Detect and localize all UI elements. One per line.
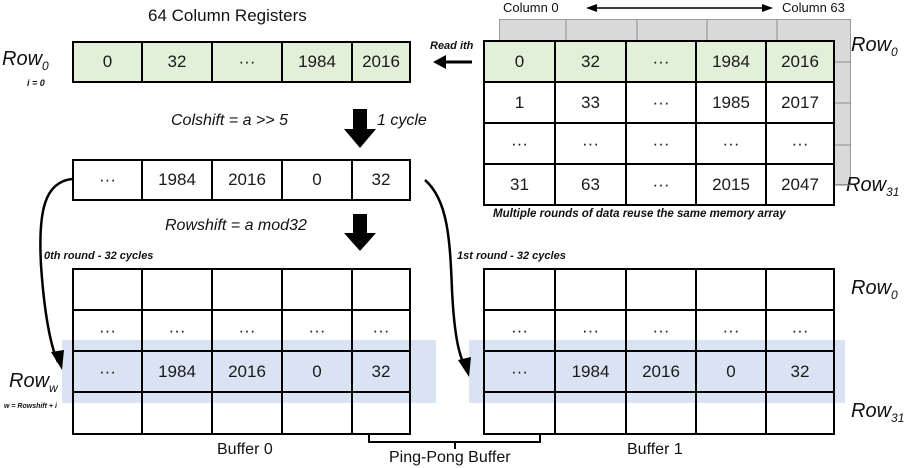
- buffer1-row31-label: Row31: [851, 400, 904, 425]
- memory-cell: 1985: [695, 81, 767, 124]
- shifted-cell: 1984: [141, 159, 213, 201]
- round1-curved-arrow-icon: [424, 179, 471, 377]
- rowshift-label: Rowshift = a mod32: [165, 217, 307, 234]
- row-label-sub: w: [49, 381, 58, 395]
- memory-cell: 31: [483, 163, 556, 206]
- memory-array-caption: Multiple rounds of data reuse the same m…: [493, 208, 786, 220]
- read-left-arrow-icon: [433, 55, 472, 69]
- memory-cell: 33: [554, 81, 627, 124]
- column-end-label: Column 63: [782, 0, 845, 15]
- round0-curved-arrow-icon: [39, 177, 73, 370]
- row-label-sub: 0: [891, 288, 898, 302]
- buffer1-round-label: 1st round - 32 cycles: [457, 250, 566, 262]
- row-label-text: Row: [851, 34, 892, 56]
- registers-row-label: Row0: [2, 48, 49, 73]
- memory-cell: ···: [625, 81, 697, 124]
- colshift-down-arrow-icon: [344, 109, 376, 148]
- row-label-sub: 0: [42, 59, 49, 73]
- register-cell: 1984: [281, 41, 353, 83]
- buffer1-cell: [765, 391, 835, 435]
- memory-array: 0 32 ··· 1984 2016 1 33 ··· 1985 2017 ··…: [483, 40, 835, 206]
- memory-row0-label: Row0: [851, 34, 898, 59]
- row-label-sub: 31: [886, 185, 900, 199]
- column-registers-title: 64 Column Registers: [148, 6, 307, 25]
- register-cell: 32: [141, 41, 213, 83]
- column-start-label: Column 0: [503, 0, 559, 15]
- memory-cell: 63: [554, 163, 627, 206]
- buffer1-row0-label: Row0: [851, 277, 898, 302]
- memory-cell: ···: [625, 163, 697, 206]
- rowshift-down-arrow-icon: [344, 214, 376, 251]
- shifted-register-row: ··· 1984 2016 0 32: [72, 159, 411, 201]
- ping-pong-bracket: [368, 435, 541, 449]
- buffer0-name: Buffer 0: [217, 441, 273, 458]
- column-registers-row: 0 32 ··· 1984 2016: [72, 41, 411, 83]
- shifted-cell: ···: [72, 159, 143, 201]
- register-cell: ···: [211, 41, 283, 83]
- memory-row31-label: Row31: [846, 174, 899, 199]
- row-label-text: Row: [2, 48, 43, 70]
- row-label-text: Row: [846, 174, 887, 196]
- memory-cell: 2047: [765, 163, 835, 206]
- ping-pong-label: Ping-Pong Buffer: [389, 449, 511, 466]
- row-label-text: Row: [851, 400, 892, 422]
- memory-cell: ···: [625, 122, 697, 165]
- buffer0-cell: [351, 391, 411, 435]
- colshift-cycle-label: 1 cycle: [377, 112, 427, 129]
- buffer1-grid: ··· ··· ··· ··· ··· ··· 1984 2016 0 32: [483, 268, 835, 435]
- read-arrow-label: Read ith: [430, 40, 474, 52]
- register-cell: 2016: [351, 41, 411, 83]
- memory-cell: 1: [483, 81, 556, 124]
- buffer0-round-label: 0th round - 32 cycles: [44, 250, 154, 262]
- buffer0-row-formula: w = Rowshift + i: [4, 403, 57, 410]
- colshift-label: Colshift = a >> 5: [171, 112, 288, 129]
- shifted-cell: 2016: [211, 159, 283, 201]
- memory-back-layer-dividers: [565, 19, 851, 186]
- buffer0-grid: ··· ··· ··· ··· ··· ··· 1984 2016 0 32: [72, 268, 411, 435]
- registers-index-label: i = 0: [27, 78, 45, 88]
- buffer1-name: Buffer 1: [627, 441, 683, 458]
- register-cell: 0: [72, 41, 143, 83]
- memory-cell: ···: [765, 122, 835, 165]
- row-label-text: Row: [9, 370, 50, 392]
- memory-cell: ···: [625, 40, 697, 83]
- column-range-arrow-icon: [586, 4, 773, 12]
- row-label-text: Row: [851, 277, 892, 299]
- memory-cell: 2015: [695, 163, 767, 206]
- row-label-sub: 31: [891, 411, 905, 425]
- shifted-cell: 32: [351, 159, 411, 201]
- buffer0-roww-label: Roww: [9, 370, 58, 395]
- row-label-sub: 0: [891, 45, 898, 59]
